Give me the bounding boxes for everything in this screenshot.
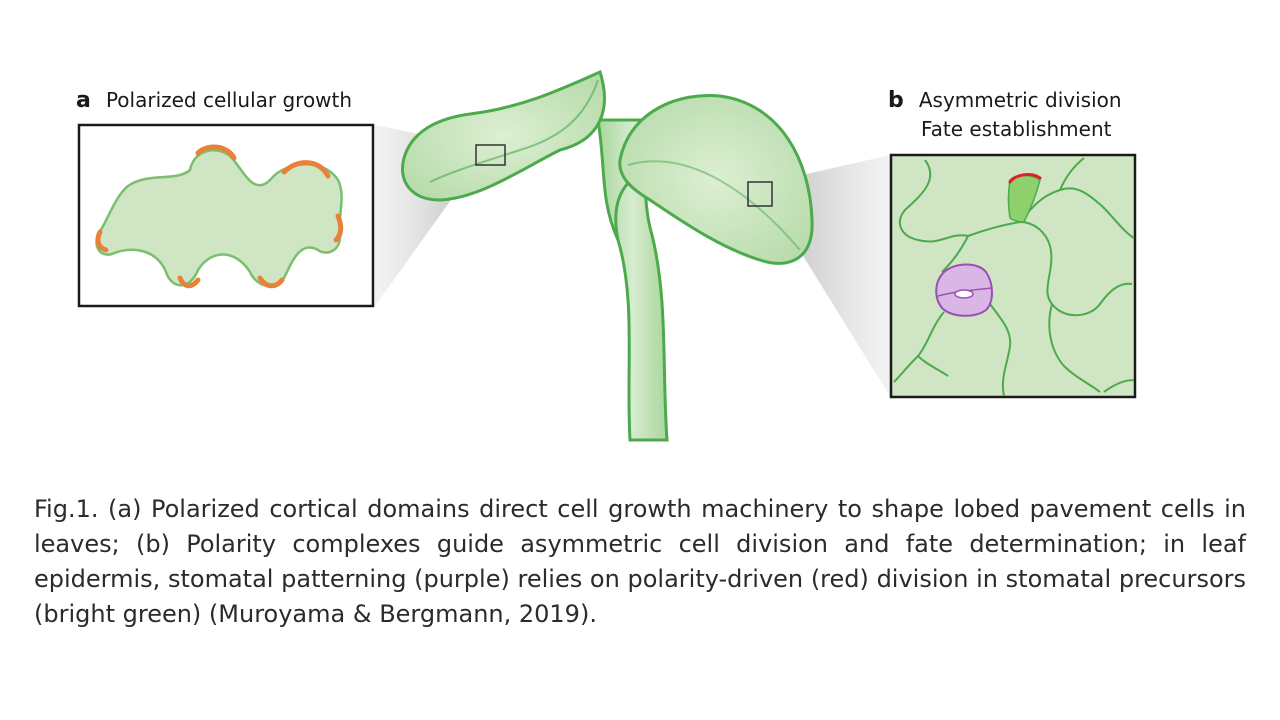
polarity-domain [95,229,109,253]
right-cotyledon-midrib [627,160,801,251]
panel-b-heading: b Asymmetric division Fate establishment [888,88,1122,141]
stomatal-pore [954,289,974,299]
polarity-domain [281,160,331,179]
zoom-square-a [475,144,506,166]
zoom-square-b [747,181,773,207]
division-plane-red [1008,173,1042,184]
seedling-stem [596,118,669,442]
right-cotyledon [618,93,814,265]
panel-a-letter: a [76,88,91,113]
panel-a-title: Polarized cellular growth [105,88,353,112]
panel-b-title-line2: Fate establishment [921,117,1112,141]
stomatal-precursor [1007,174,1041,223]
epidermis-cell-walls [893,157,1135,397]
polarity-domain [257,275,285,289]
polarity-domain [177,275,201,289]
left-cotyledon [401,69,606,202]
figure-caption: Fig.1. (a) Polarized cortical domains di… [34,495,1246,628]
panel-b-title-line1: Asymmetric division [918,88,1122,112]
panel-a-heading: a Polarized cellular growth [76,88,352,113]
panel-b-letter: b [888,88,904,113]
polarity-domain [333,213,344,243]
polarity-domain [195,144,237,161]
left-cotyledon-midrib [429,79,599,183]
seedling-diagram [77,69,1137,442]
